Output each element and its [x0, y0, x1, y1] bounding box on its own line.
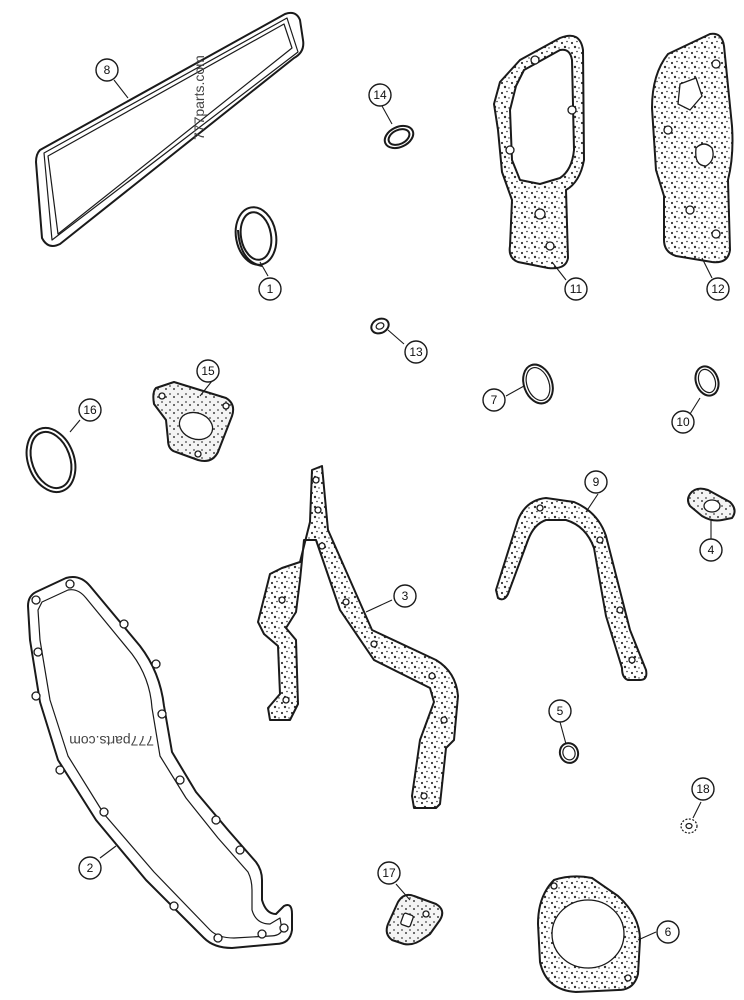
part-2-gear-housing-gasket — [27, 576, 293, 949]
svg-text:15: 15 — [201, 364, 215, 378]
callout-11[interactable]: 11 — [564, 277, 588, 301]
part-8-valve-cover-gasket — [35, 11, 305, 247]
callout-1[interactable]: 1 — [258, 277, 282, 301]
part-13-seal-washer — [370, 317, 390, 335]
part-11-front-cover-gasket — [493, 34, 585, 270]
svg-text:11: 11 — [570, 282, 583, 296]
part-4-small-gasket — [687, 487, 736, 522]
svg-text:5: 5 — [557, 704, 564, 718]
callout-12[interactable]: 12 — [706, 277, 730, 301]
svg-text:16: 16 — [83, 403, 97, 417]
part-16-large-o-ring — [25, 427, 77, 493]
part-3-cover-gasket-strip — [257, 465, 459, 809]
svg-text:6: 6 — [665, 925, 672, 939]
part-5-small-ring — [558, 742, 580, 764]
callout-17[interactable]: 17 — [377, 861, 401, 885]
svg-text:8: 8 — [104, 63, 111, 77]
callout-8[interactable]: 8 — [95, 58, 119, 82]
svg-text:7: 7 — [491, 393, 498, 407]
part-7-o-ring — [522, 363, 554, 405]
callout-15[interactable]: 15 — [196, 359, 220, 383]
callout-13[interactable]: 13 — [404, 340, 428, 364]
watermark-top: 777parts.com — [191, 55, 207, 140]
svg-text:9: 9 — [593, 475, 600, 489]
svg-text:2: 2 — [87, 861, 94, 875]
svg-text:17: 17 — [382, 866, 396, 880]
svg-text:1: 1 — [267, 282, 274, 296]
callout-3[interactable]: 3 — [393, 584, 417, 608]
part-9-arch-gasket — [495, 497, 648, 681]
callout-18[interactable]: 18 — [691, 777, 715, 801]
svg-text:3: 3 — [402, 589, 409, 603]
part-17-bracket-gasket — [385, 893, 444, 946]
svg-text:14: 14 — [373, 88, 387, 102]
svg-text:18: 18 — [696, 782, 710, 796]
part-18-washer — [680, 818, 698, 834]
svg-text:12: 12 — [711, 282, 725, 296]
callout-10[interactable]: 10 — [671, 410, 695, 434]
callout-2[interactable]: 2 — [78, 856, 102, 880]
part-1-seal-ring — [234, 206, 278, 267]
callout-16[interactable]: 16 — [78, 398, 102, 422]
callout-14[interactable]: 14 — [368, 83, 392, 107]
svg-text:4: 4 — [708, 543, 715, 557]
part-14-o-ring — [383, 124, 415, 150]
part-12-plate-gasket — [651, 32, 734, 264]
callout-leaders — [69, 79, 713, 941]
callout-5[interactable]: 5 — [548, 699, 572, 723]
callout-6[interactable]: 6 — [656, 920, 680, 944]
callout-7[interactable]: 7 — [482, 388, 506, 412]
callout-9[interactable]: 9 — [584, 470, 608, 494]
part-15-flange-gasket — [152, 381, 235, 462]
part-6-flange-gasket — [537, 875, 641, 993]
watermark-mid: 777parts.com — [69, 733, 154, 749]
svg-text:10: 10 — [676, 415, 690, 429]
svg-text:13: 13 — [409, 345, 423, 359]
part-10-o-ring — [694, 365, 720, 397]
callout-4[interactable]: 4 — [699, 538, 723, 562]
